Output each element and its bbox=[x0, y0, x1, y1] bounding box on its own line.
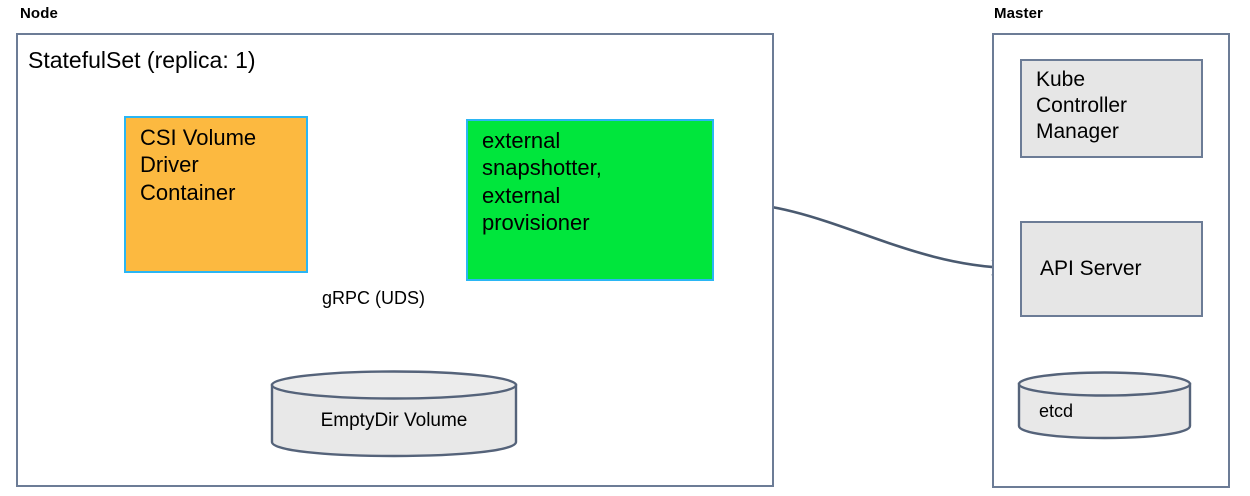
group-label-node: Node bbox=[20, 5, 58, 22]
emptydir-volume-cylinder[interactable]: EmptyDir Volume bbox=[270, 369, 518, 458]
kube-controller-manager-box[interactable]: Kube Controller Manager bbox=[1020, 59, 1203, 158]
external-sidecars-label: external snapshotter, external provision… bbox=[482, 128, 602, 235]
csi-volume-driver-container-box[interactable]: CSI Volume Driver Container bbox=[124, 116, 308, 273]
external-sidecars-box[interactable]: external snapshotter, external provision… bbox=[466, 119, 714, 281]
kube-controller-manager-label: Kube Controller Manager bbox=[1036, 68, 1128, 144]
edge-label-grpc-uds: gRPC (UDS) bbox=[322, 288, 426, 308]
emptydir-volume-label: EmptyDir Volume bbox=[320, 410, 468, 431]
api-server-box[interactable]: API Server bbox=[1020, 221, 1203, 317]
api-server-label: API Server bbox=[1040, 256, 1142, 280]
group-label-master: Master bbox=[994, 5, 1043, 22]
etcd-cylinder[interactable]: etcd bbox=[1017, 370, 1192, 442]
etcd-label: etcd bbox=[1039, 401, 1074, 421]
csi-volume-driver-container-label: CSI Volume Driver Container bbox=[140, 125, 257, 205]
statefulset-title: StatefulSet (replica: 1) bbox=[28, 47, 256, 73]
